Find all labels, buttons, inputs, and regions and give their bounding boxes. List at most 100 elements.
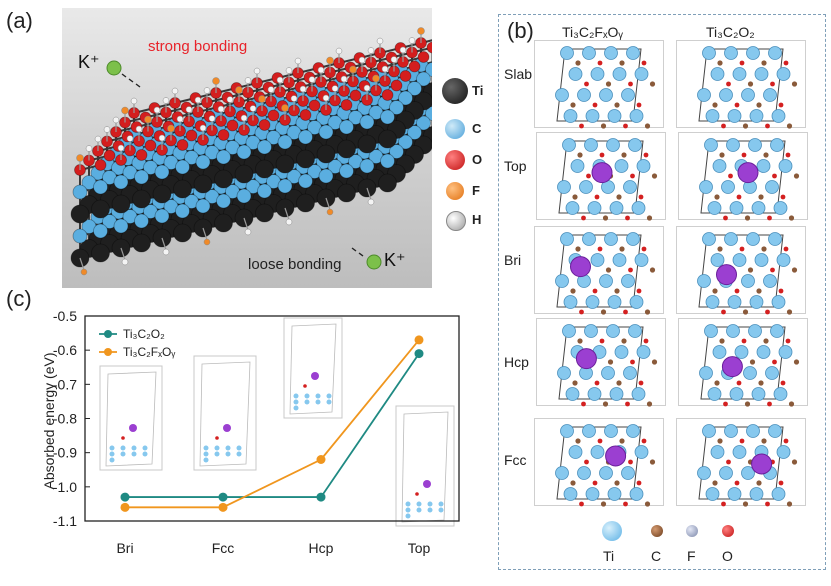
site-cell-slab-o2 bbox=[676, 40, 806, 129]
column-header-o2: Ti₃C₂O₂ bbox=[706, 24, 755, 40]
c-atom-icon bbox=[445, 119, 465, 139]
legend-b-c-label: C bbox=[651, 548, 662, 564]
slab-structure-icon bbox=[697, 424, 798, 507]
legend-b-ti-label: Ti bbox=[603, 548, 615, 564]
slab-structure-icon bbox=[699, 138, 800, 221]
y-tick-label: -1.1 bbox=[53, 513, 77, 529]
loose-bonding-dashes bbox=[351, 247, 364, 257]
k-ion-top-icon bbox=[106, 60, 122, 76]
x-tick-label: Bri bbox=[116, 540, 133, 556]
site-cell-hcp-o2 bbox=[678, 318, 808, 407]
y-axis-ticks: -0.5 -0.6 -0.7 -0.8 -0.9 -1.0 -1.1 bbox=[53, 308, 90, 529]
slab-structure-icon bbox=[557, 324, 658, 407]
legend-b-f-label: F bbox=[687, 548, 696, 564]
slab-structure-icon bbox=[699, 324, 800, 407]
panel-a-label: (a) bbox=[6, 8, 33, 33]
y-tick-label: -0.8 bbox=[53, 411, 77, 427]
ti-atom-icon bbox=[442, 78, 468, 104]
series-line-0 bbox=[125, 353, 420, 498]
site-cell-bri-o2 bbox=[676, 226, 806, 315]
ti-atom-icon bbox=[602, 521, 622, 541]
y-tick-label: -1.0 bbox=[53, 479, 77, 495]
adsorption-insets bbox=[99, 317, 455, 527]
k-ion-bottom-icon bbox=[366, 254, 382, 270]
legend-a-h-label: H bbox=[472, 212, 482, 227]
legend-a-c: C bbox=[440, 116, 500, 146]
inset-slab-fcc bbox=[193, 355, 257, 471]
slab-structure-icon bbox=[555, 46, 656, 129]
site-cell-top-fxoy bbox=[536, 132, 666, 221]
site-cell-fcc-fxoy bbox=[534, 418, 664, 507]
ion-markers bbox=[106, 60, 382, 270]
site-cell-top-o2 bbox=[678, 132, 808, 221]
site-cell-slab-fxoy bbox=[534, 40, 664, 129]
lattice-atoms bbox=[70, 27, 432, 276]
y-tick-label: -0.6 bbox=[53, 342, 77, 358]
strong-bonding-label: strong bonding bbox=[148, 38, 248, 55]
data-point bbox=[120, 492, 130, 502]
legend-a-o: O bbox=[440, 147, 500, 177]
row-label-slab: Slab bbox=[504, 66, 533, 82]
o-atom-icon bbox=[722, 525, 734, 537]
row-label-hcp: Hcp bbox=[504, 354, 529, 370]
k-ion-bottom-label: K⁺ bbox=[384, 250, 406, 270]
f-atom-icon bbox=[686, 525, 698, 537]
o-atom-icon bbox=[445, 150, 465, 170]
data-point bbox=[218, 502, 228, 512]
y-axis-label: Absorbed energy (eV) bbox=[41, 353, 57, 490]
legend-a-o-label: O bbox=[472, 152, 483, 167]
legend-label: Ti₃C₂O₂ bbox=[123, 327, 165, 341]
slab-structure-icon bbox=[697, 46, 798, 129]
row-label-top: Top bbox=[504, 158, 527, 174]
y-tick-label: -0.9 bbox=[53, 445, 77, 461]
series-lines bbox=[120, 335, 424, 512]
x-tick-label: Hcp bbox=[309, 540, 334, 556]
slab-structure-icon bbox=[557, 138, 658, 221]
data-point bbox=[218, 492, 228, 502]
loose-bonding-label: loose bonding bbox=[248, 256, 342, 273]
legend-marker bbox=[104, 330, 112, 338]
data-point bbox=[316, 455, 326, 464]
inset-slab-top bbox=[395, 405, 455, 527]
y-tick-label: -0.7 bbox=[53, 376, 77, 392]
legend-a-ti-label: Ti bbox=[472, 83, 484, 98]
legend-a-f-label: F bbox=[472, 183, 480, 198]
site-cell-hcp-fxoy bbox=[536, 318, 666, 407]
data-point bbox=[414, 349, 424, 359]
data-point bbox=[414, 335, 424, 345]
site-cell-fcc-o2 bbox=[676, 418, 806, 507]
panel-b-label: (b) bbox=[507, 18, 534, 43]
x-tick-label: Fcc bbox=[212, 540, 235, 556]
column-header-fxoy: Ti₃C₂FₓOᵧ bbox=[562, 24, 623, 40]
data-point bbox=[120, 502, 130, 512]
c-atom-icon bbox=[651, 525, 663, 537]
h-atom-icon bbox=[446, 211, 466, 231]
slab-structure-icon bbox=[697, 232, 798, 315]
legend-a-f: F bbox=[440, 178, 500, 208]
site-cell-bri-fxoy bbox=[534, 226, 664, 315]
inset-slab-hcp bbox=[283, 317, 343, 419]
series-line-1 bbox=[125, 339, 420, 509]
inset-slab-bri bbox=[99, 365, 163, 471]
row-label-bri: Bri bbox=[504, 252, 522, 268]
slab-structure-icon bbox=[555, 424, 656, 507]
k-ion-top-label: K⁺ bbox=[78, 52, 100, 72]
legend-b-o-label: O bbox=[722, 548, 733, 564]
slab-structure-icon bbox=[555, 232, 656, 315]
panel-a-structure: K⁺ strong bonding loose bonding K⁺ bbox=[62, 8, 432, 288]
legend-a-c-label: C bbox=[472, 121, 482, 136]
data-point bbox=[316, 492, 326, 502]
legend-a-h: H bbox=[440, 207, 500, 237]
legend-marker bbox=[104, 348, 112, 356]
y-tick-label: -0.5 bbox=[53, 308, 77, 324]
legend-a-ti: Ti bbox=[440, 78, 500, 108]
panel-b-frame bbox=[498, 14, 826, 570]
mxene-lattice-illustration bbox=[70, 27, 432, 276]
strong-bonding-dashes bbox=[121, 73, 141, 88]
f-atom-icon bbox=[446, 182, 464, 200]
panel-c-label: (c) bbox=[6, 286, 32, 311]
